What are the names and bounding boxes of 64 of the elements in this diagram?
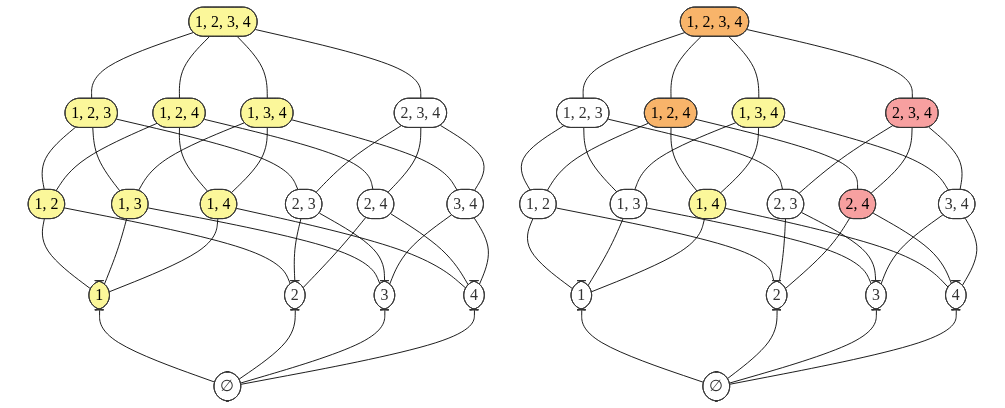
connector	[555, 207, 775, 282]
connector	[872, 212, 953, 285]
connector	[440, 125, 485, 192]
connector	[178, 36, 210, 100]
connector	[230, 127, 268, 194]
connector	[389, 214, 453, 285]
connector	[634, 122, 737, 191]
connector	[582, 32, 686, 100]
connector	[546, 122, 650, 192]
connector	[236, 207, 467, 289]
connector	[607, 118, 784, 191]
connector	[41, 126, 76, 191]
connector	[928, 126, 963, 191]
connector	[116, 118, 299, 191]
connector	[99, 309, 216, 383]
connector	[670, 127, 698, 192]
connector	[729, 309, 877, 384]
connector	[108, 218, 219, 293]
connector	[255, 29, 422, 100]
connector	[728, 36, 760, 100]
connector	[291, 119, 458, 192]
connector	[695, 118, 859, 191]
connector	[293, 218, 302, 282]
connector	[203, 118, 374, 191]
connector	[240, 309, 386, 384]
connector	[783, 119, 950, 192]
connector	[138, 122, 245, 192]
connector	[725, 207, 949, 288]
connector	[779, 218, 786, 282]
connector	[583, 127, 618, 193]
connector	[178, 127, 209, 193]
connector	[41, 218, 92, 290]
connector	[390, 213, 469, 286]
connector	[520, 125, 565, 191]
connector	[55, 122, 158, 192]
connector	[727, 309, 778, 379]
connector	[880, 214, 944, 285]
connector	[527, 218, 574, 290]
connector	[870, 127, 913, 194]
connector	[785, 217, 851, 289]
connector	[64, 207, 291, 285]
connector	[92, 127, 121, 192]
connector	[319, 212, 386, 282]
connector	[315, 125, 402, 193]
connector	[302, 217, 367, 289]
connector	[961, 217, 978, 286]
connector	[238, 309, 296, 380]
connector	[91, 32, 194, 100]
connector	[798, 125, 894, 194]
connector	[237, 36, 268, 100]
connector	[240, 309, 475, 385]
connector	[581, 309, 705, 383]
connector	[103, 218, 127, 285]
connector	[801, 212, 877, 282]
connector	[646, 207, 872, 285]
connector	[729, 309, 957, 385]
connector	[473, 217, 489, 285]
connector	[387, 127, 422, 193]
connector	[720, 127, 759, 194]
connector	[147, 207, 381, 285]
connector	[670, 36, 702, 100]
connector	[591, 218, 705, 293]
connector	[587, 218, 624, 286]
connector	[746, 29, 913, 100]
